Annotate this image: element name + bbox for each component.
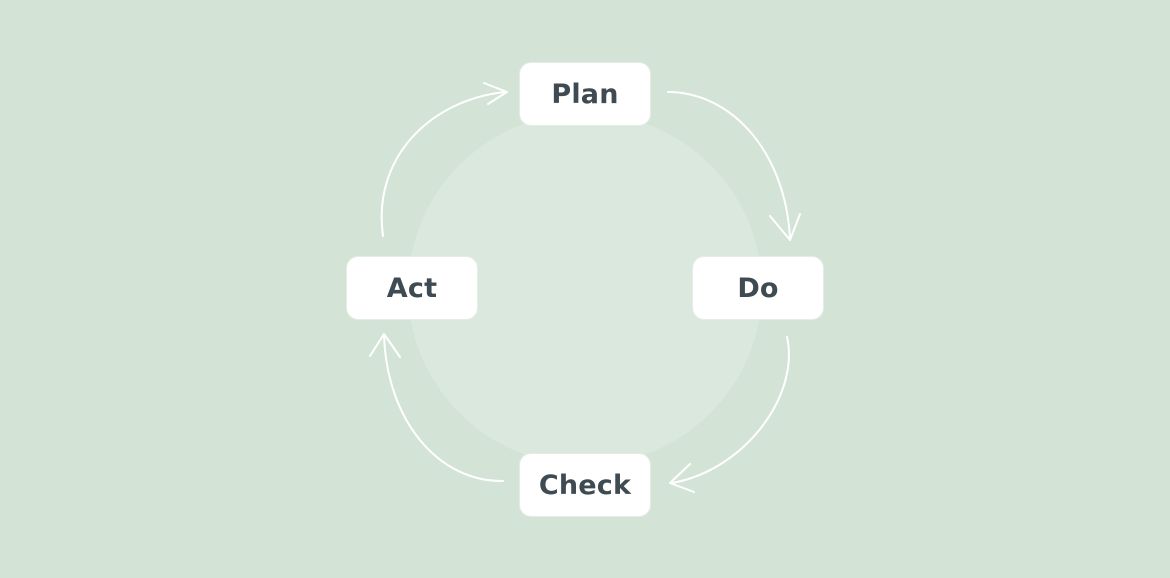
step-plan-label: Plan [551,78,619,110]
step-do: Do [692,256,824,320]
step-check: Check [519,453,651,517]
step-act-label: Act [386,272,438,304]
arrow-do-to-check [669,336,790,493]
step-check-label: Check [538,469,632,501]
arrow-plan-to-do [667,91,801,241]
arrow-check-to-act [369,333,504,483]
step-act: Act [346,256,478,320]
arrow-act-to-plan [380,82,508,237]
step-plan: Plan [519,62,651,126]
step-do-label: Do [737,272,779,304]
